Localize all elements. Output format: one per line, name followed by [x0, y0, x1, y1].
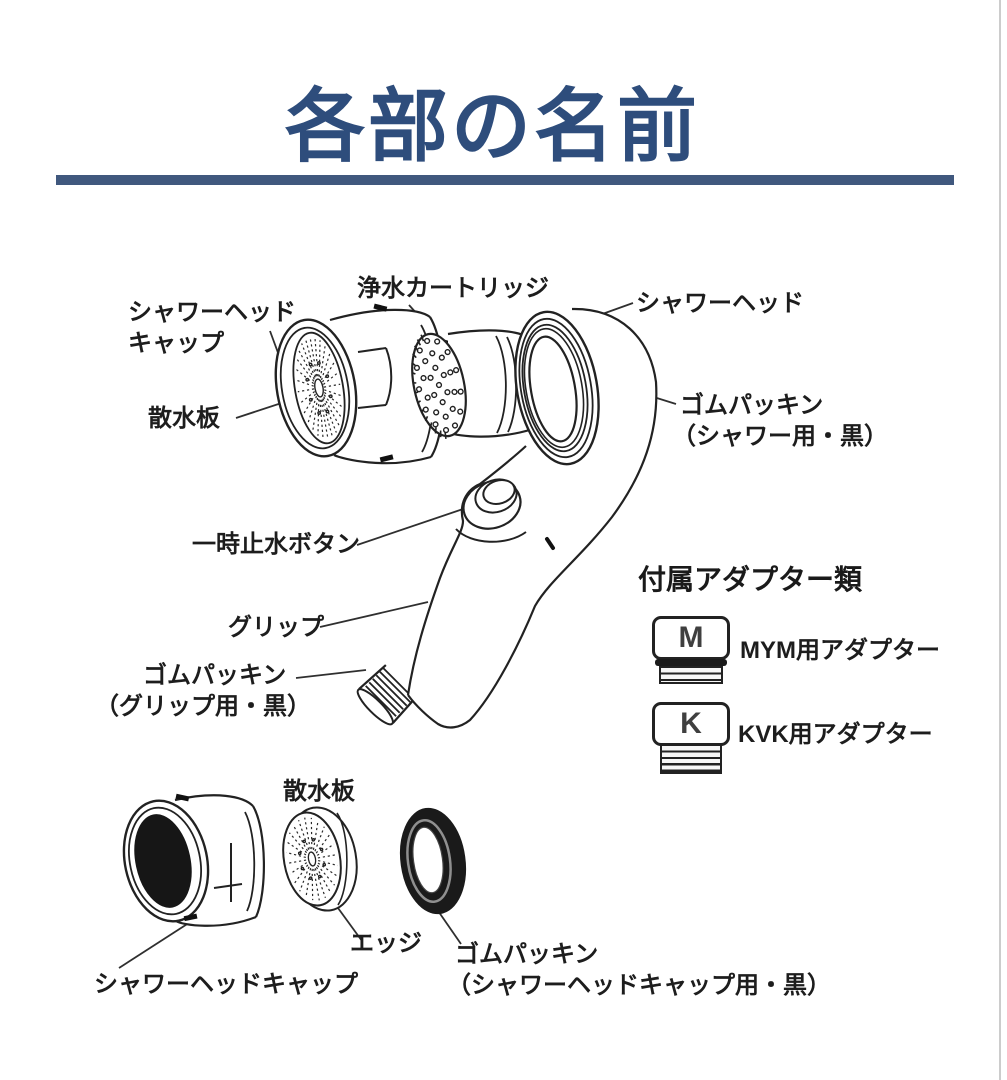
adapter-mym-label: MYM用アダプター	[740, 637, 940, 664]
adapter-kvk-label: KVK用アダプター	[738, 721, 933, 748]
label-purifier-cartridge: 浄水カートリッジ	[357, 275, 549, 302]
page-right-edge	[999, 0, 1001, 1080]
cartridge-holes-pattern	[411, 334, 464, 439]
rubber-packing-ring-art	[399, 807, 467, 915]
adapter-mym-threads	[659, 666, 723, 684]
title-underline	[56, 175, 954, 185]
page-title: 各部の名前	[285, 82, 700, 171]
label-rubber-packing-shower-line2: （シャワー用・黒）	[672, 423, 888, 450]
pause-button-art	[462, 478, 522, 530]
label-rubber-packing-cap: ゴムパッキン （シャワーヘッドキャップ用・黒）	[447, 939, 831, 1001]
label-shower-head-cap-line1: シャワーヘッド	[128, 299, 296, 326]
shower-head-body-art	[406, 307, 658, 729]
adapter-kvk-threads	[660, 744, 722, 774]
label-rubber-packing-grip-line2: （グリップ用・黒）	[95, 693, 311, 720]
adapter-mym-packing-band	[655, 659, 727, 666]
spray-plate-bottom-art	[282, 806, 358, 912]
label-rubber-packing-grip-line1: ゴムパッキン	[143, 662, 287, 689]
adapter-mym-body: M	[652, 616, 730, 660]
label-shower-head-cap: シャワーヘッド キャップ	[128, 297, 296, 359]
label-rubber-packing-grip: ゴムパッキン （グリップ用・黒）	[95, 660, 311, 722]
adapters-heading: 付属アダプター類	[638, 564, 863, 595]
spray-plate-pattern	[295, 336, 343, 440]
label-rubber-packing-cap-line1: ゴムパッキン	[455, 941, 599, 968]
label-edge: エッジ	[350, 930, 422, 957]
adapter-kvk-body: K	[652, 702, 730, 746]
shower-head-cap-art	[274, 303, 449, 465]
adapter-kvk-mark: K	[680, 707, 702, 740]
label-shower-head: シャワーヘッド	[636, 290, 804, 317]
label-pause-button: 一時止水ボタン	[192, 531, 360, 558]
label-rubber-packing-cap-line2: （シャワーヘッドキャップ用・黒）	[447, 972, 831, 999]
label-spray-plate-bottom: 散水板	[283, 778, 355, 805]
label-rubber-packing-shower: ゴムパッキン （シャワー用・黒）	[672, 390, 888, 452]
label-shower-head-cap-bottom: シャワーヘッドキャップ	[94, 971, 358, 998]
label-grip: グリップ	[228, 614, 324, 641]
spray-plate-bottom-pattern	[286, 817, 338, 901]
label-shower-head-cap-line2: キャップ	[128, 330, 224, 357]
label-spray-plate-top: 散水板	[148, 405, 220, 432]
label-rubber-packing-shower-line1: ゴムパッキン	[680, 392, 824, 419]
shower-head-cap-bottom-art	[122, 793, 265, 927]
adapter-mym-mark: M	[678, 621, 704, 654]
grip-connector-art	[356, 664, 418, 726]
